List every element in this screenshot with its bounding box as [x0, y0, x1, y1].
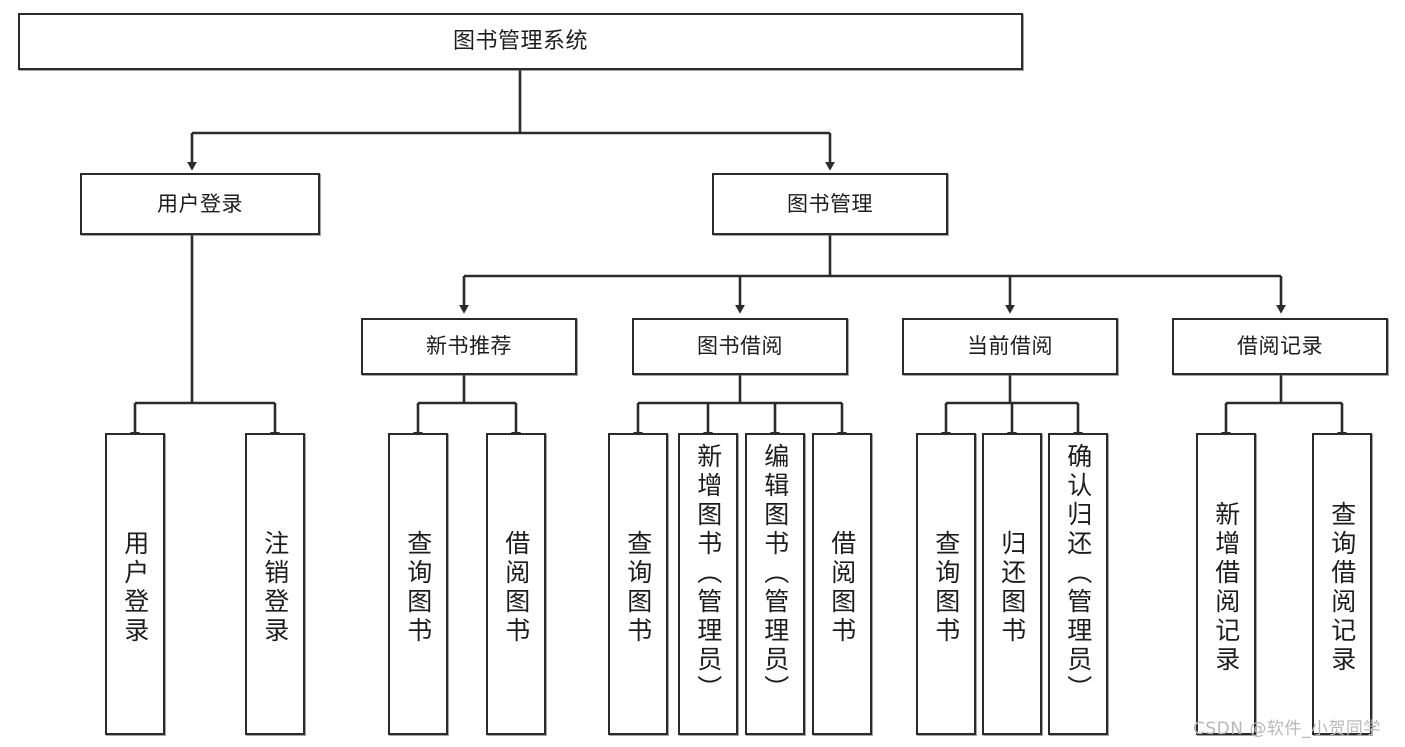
- leaf-return-book[interactable]: 归还图书: [982, 433, 1042, 735]
- leaf-query-book-borrow[interactable]: 查询图书: [608, 433, 668, 735]
- leaf-logout[interactable]: 注销登录: [245, 433, 305, 735]
- node-label: 查询图书: [931, 530, 961, 646]
- node-label: 注销登录: [260, 530, 290, 646]
- node-label: 用户登录: [120, 530, 150, 646]
- node-label: 图书管理系统: [452, 28, 588, 54]
- node-label: 图书借阅: [697, 334, 783, 359]
- leaf-user-login[interactable]: 用户登录: [105, 433, 165, 735]
- node-book-management[interactable]: 图书管理: [712, 173, 948, 235]
- node-label: 编辑图书（管理员）: [760, 443, 790, 704]
- node-new-book-recommend[interactable]: 新书推荐: [361, 318, 577, 375]
- leaf-edit-book-admin[interactable]: 编辑图书（管理员）: [745, 433, 805, 735]
- node-label: 借阅图书: [501, 530, 531, 646]
- leaf-confirm-return-admin[interactable]: 确认归还（管理员）: [1048, 433, 1108, 735]
- node-label: 借阅记录: [1237, 334, 1323, 359]
- node-borrow-record[interactable]: 借阅记录: [1172, 318, 1388, 375]
- node-label: 归还图书: [997, 530, 1027, 646]
- leaf-query-borrow-record[interactable]: 查询借阅记录: [1312, 433, 1372, 735]
- node-user-login[interactable]: 用户登录: [80, 173, 320, 235]
- leaf-borrow-book[interactable]: 借阅图书: [812, 433, 872, 735]
- node-current-borrow[interactable]: 当前借阅: [902, 318, 1118, 375]
- node-book-borrow[interactable]: 图书借阅: [632, 318, 848, 375]
- leaf-query-book-current[interactable]: 查询图书: [916, 433, 976, 735]
- node-label: 新书推荐: [426, 334, 512, 359]
- node-root[interactable]: 图书管理系统: [18, 13, 1023, 70]
- node-label: 当前借阅: [967, 334, 1053, 359]
- node-label: 查询图书: [403, 530, 433, 646]
- node-label: 用户登录: [157, 191, 243, 216]
- leaf-add-borrow-record[interactable]: 新增借阅记录: [1196, 433, 1256, 735]
- node-label: 查询借阅记录: [1327, 501, 1357, 675]
- node-label: 图书管理: [787, 191, 873, 216]
- leaf-borrow-book-recommend[interactable]: 借阅图书: [486, 433, 546, 735]
- leaf-add-book-admin[interactable]: 新增图书（管理员）: [678, 433, 738, 735]
- leaf-query-book-recommend[interactable]: 查询图书: [388, 433, 448, 735]
- node-label: 查询图书: [623, 530, 653, 646]
- node-label: 新增图书（管理员）: [693, 443, 723, 704]
- node-label: 新增借阅记录: [1211, 501, 1241, 675]
- node-label: 借阅图书: [827, 530, 857, 646]
- node-label: 确认归还（管理员）: [1063, 443, 1093, 704]
- csdn-watermark: CSDN @软件_小贺同学: [1193, 719, 1381, 739]
